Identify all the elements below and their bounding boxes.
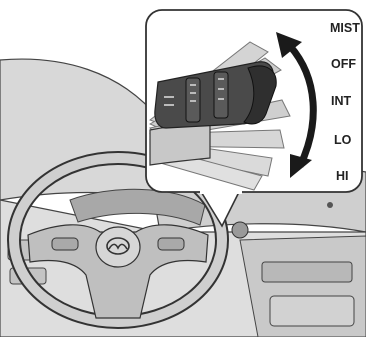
console-vent — [262, 262, 352, 282]
callout-pointer-mask — [200, 188, 242, 194]
label-int: INT — [331, 94, 352, 108]
label-lo: LO — [334, 133, 352, 147]
label-hi: HI — [336, 169, 349, 183]
dash-sensor — [327, 202, 333, 208]
console-panel — [270, 296, 354, 326]
start-button — [232, 222, 248, 238]
label-mist: MIST — [330, 21, 360, 35]
label-off: OFF — [331, 57, 356, 71]
